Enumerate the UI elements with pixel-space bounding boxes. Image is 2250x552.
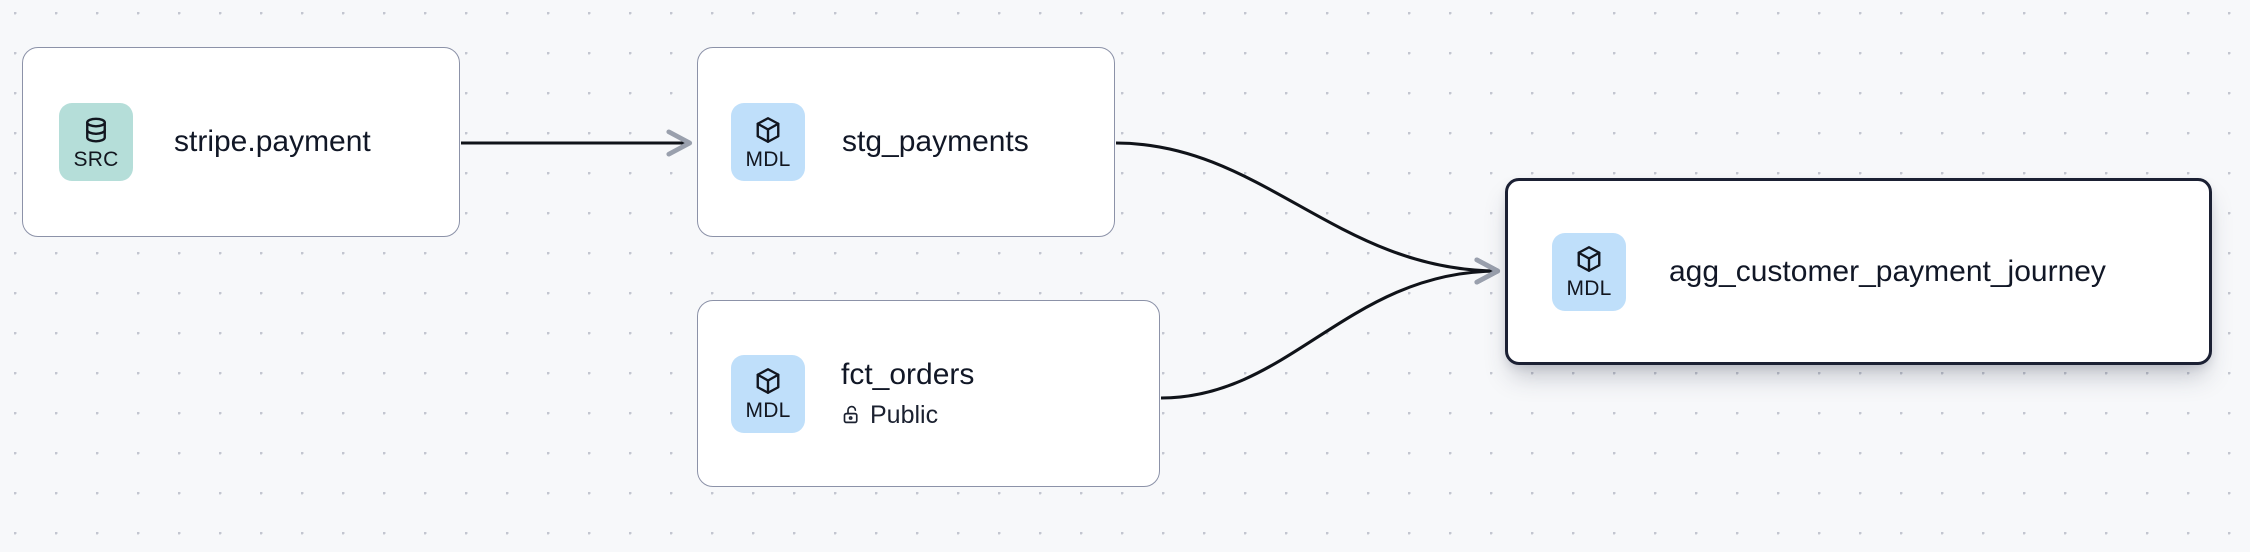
node-type-badge-label: SRC <box>73 147 119 171</box>
node-type-badge-label: MDL <box>1566 277 1612 300</box>
node-body: agg_customer_payment_journey <box>1669 254 2106 289</box>
node-body: fct_orders Public <box>841 357 974 429</box>
edge-stg-to-agg[interactable] <box>1115 141 1501 285</box>
lineage-node-stripe-payment[interactable]: SRC stripe.payment <box>22 47 460 237</box>
cube-icon <box>753 366 783 396</box>
node-type-badge-src: SRC <box>59 103 133 181</box>
lineage-node-stg-payments[interactable]: MDL stg_payments <box>697 47 1115 237</box>
node-title: agg_customer_payment_journey <box>1669 254 2106 288</box>
database-icon <box>81 115 111 145</box>
unlock-icon <box>841 404 862 425</box>
node-type-badge-mdl: MDL <box>731 354 805 433</box>
node-title: stripe.payment <box>174 125 371 159</box>
node-title: stg_payments <box>842 125 1029 159</box>
node-body: stg_payments <box>842 124 1029 159</box>
cube-icon <box>1574 244 1604 274</box>
node-type-badge-label: MDL <box>745 399 791 422</box>
cube-icon <box>753 115 783 145</box>
node-type-badge-label: MDL <box>745 147 791 171</box>
node-body: stripe.payment <box>174 124 371 159</box>
node-type-badge-mdl: MDL <box>1552 232 1626 311</box>
node-type-badge-mdl: MDL <box>731 103 805 181</box>
node-title: fct_orders <box>841 358 975 392</box>
lineage-node-agg-customer-payment-journey[interactable]: MDL agg_customer_payment_journey <box>1505 178 2212 365</box>
node-visibility: Public <box>841 400 974 430</box>
edge-fct-to-agg[interactable] <box>1160 257 1501 400</box>
lineage-node-fct-orders[interactable]: MDL fct_orders Public <box>697 300 1160 487</box>
node-visibility-label: Public <box>870 400 939 429</box>
